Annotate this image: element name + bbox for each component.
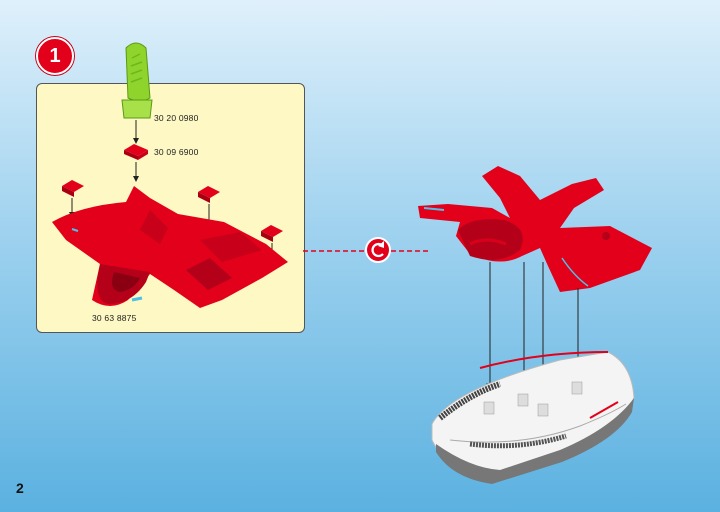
green-upright-part: [122, 43, 152, 118]
part-number-label: 30 63 8875: [92, 313, 137, 323]
red-clip-part-center: [198, 186, 220, 203]
page-number: 2: [16, 480, 24, 496]
red-frame-part-detail: [52, 186, 288, 308]
red-frame-part-main: [418, 166, 652, 292]
part-number-label: 30 20 0980: [154, 113, 199, 123]
rotate-icon: [366, 238, 390, 262]
red-knob-part: [124, 144, 148, 160]
boat-hull: [432, 352, 634, 484]
red-clip-part-right: [261, 225, 283, 242]
part-number-label: 30 09 6900: [154, 147, 199, 157]
red-clip-part-left: [62, 180, 84, 197]
